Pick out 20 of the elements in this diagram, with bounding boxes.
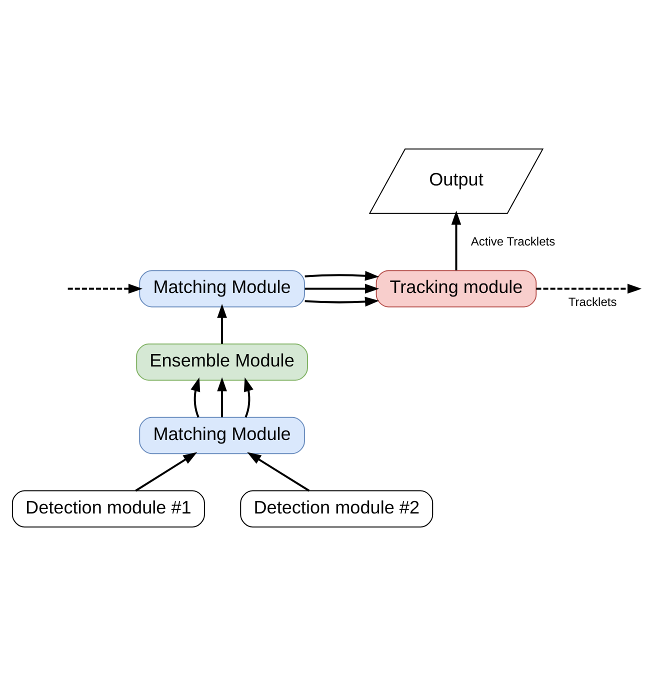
- node-box: Detection module #1: [12, 490, 205, 528]
- arrow: [217, 304, 227, 344]
- node-box: Matching Module: [139, 416, 305, 454]
- arrow: [536, 284, 642, 294]
- arrow: [217, 377, 227, 418]
- node-box: Matching Module: [139, 270, 305, 308]
- node-box: Detection module #2: [240, 490, 434, 528]
- arrow: [304, 296, 380, 307]
- arrow: [244, 377, 254, 418]
- edge-label: Tracklets: [568, 294, 617, 309]
- node-box: Ensemble Module: [136, 344, 308, 381]
- arrow: [135, 452, 198, 492]
- arrow: [68, 284, 143, 294]
- arrow: [304, 270, 380, 281]
- arrow: [190, 377, 200, 418]
- arrow: [247, 452, 310, 492]
- node-box: Tracking module: [376, 270, 537, 308]
- edge-label: Active Tracklets: [470, 234, 556, 249]
- arrow: [451, 210, 462, 270]
- arrow: [304, 284, 380, 294]
